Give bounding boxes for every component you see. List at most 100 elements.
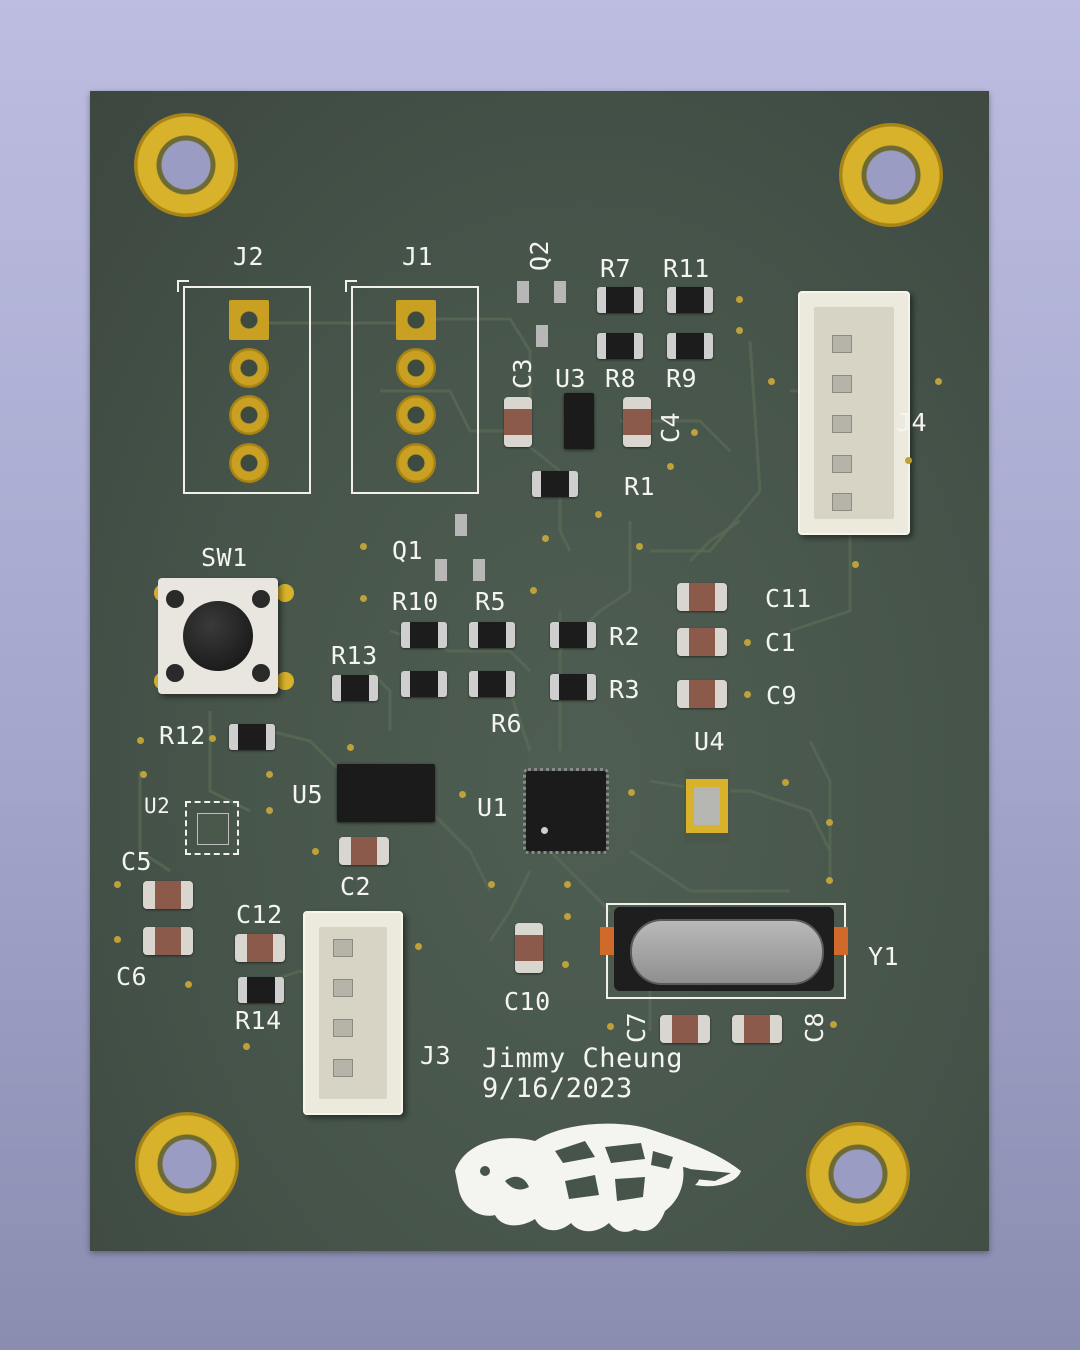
label-u5: U5 bbox=[292, 780, 324, 809]
via bbox=[266, 807, 273, 814]
capacitor-c11 bbox=[677, 583, 727, 611]
label-q1: Q1 bbox=[392, 536, 424, 565]
mounting-hole-bottom-right bbox=[806, 1122, 910, 1226]
label-r12: R12 bbox=[159, 721, 206, 750]
label-c3: C3 bbox=[508, 357, 537, 389]
via bbox=[826, 819, 833, 826]
via bbox=[935, 378, 942, 385]
switch-sw1 bbox=[154, 578, 294, 696]
pin-pad bbox=[396, 300, 436, 340]
label-r3: R3 bbox=[609, 675, 641, 704]
label-c7: C7 bbox=[622, 1011, 651, 1043]
via bbox=[415, 943, 422, 950]
capacitor-c9 bbox=[677, 680, 727, 708]
via bbox=[768, 378, 775, 385]
pin-pad bbox=[396, 395, 436, 435]
q1-lead bbox=[473, 559, 485, 581]
resistor-r6 bbox=[469, 671, 515, 697]
via bbox=[691, 429, 698, 436]
via bbox=[209, 735, 216, 742]
via bbox=[542, 535, 549, 542]
label-c9: C9 bbox=[766, 681, 798, 710]
via bbox=[185, 981, 192, 988]
label-c1: C1 bbox=[765, 628, 797, 657]
pin-pad bbox=[396, 443, 436, 483]
label-r6: R6 bbox=[491, 709, 523, 738]
pin1-marker bbox=[541, 827, 548, 834]
capacitor-c8 bbox=[732, 1015, 782, 1043]
via bbox=[852, 561, 859, 568]
label-c6: C6 bbox=[116, 962, 148, 991]
resistor-r2 bbox=[550, 622, 596, 648]
ic-u2 bbox=[185, 801, 239, 855]
via bbox=[905, 457, 912, 464]
via bbox=[736, 327, 743, 334]
label-u2: U2 bbox=[144, 794, 171, 818]
pin-pad bbox=[229, 348, 269, 388]
author-name: Jimmy Cheung bbox=[482, 1043, 684, 1074]
label-u3: U3 bbox=[555, 364, 587, 393]
via bbox=[607, 1023, 614, 1030]
via bbox=[243, 1043, 250, 1050]
capacitor-c2 bbox=[339, 837, 389, 865]
via bbox=[140, 771, 147, 778]
via bbox=[564, 881, 571, 888]
capacitor-c5 bbox=[143, 881, 193, 909]
via bbox=[360, 595, 367, 602]
resistor-r5 bbox=[469, 622, 515, 648]
label-r9: R9 bbox=[666, 364, 698, 393]
resistor-r13 bbox=[332, 675, 378, 701]
pin-pad bbox=[229, 443, 269, 483]
label-c2: C2 bbox=[340, 872, 372, 901]
label-sw1: SW1 bbox=[201, 543, 248, 572]
beaver-logo-icon bbox=[455, 1123, 741, 1232]
ic-u3 bbox=[564, 393, 594, 449]
mounting-hole-bottom-left bbox=[135, 1112, 239, 1216]
label-r1: R1 bbox=[624, 472, 656, 501]
via bbox=[595, 511, 602, 518]
via bbox=[782, 779, 789, 786]
label-r13: R13 bbox=[331, 641, 378, 670]
q1-lead bbox=[435, 559, 447, 581]
resistor-r3 bbox=[550, 674, 596, 700]
via bbox=[636, 543, 643, 550]
ic-u4 bbox=[670, 769, 746, 843]
label-r11: R11 bbox=[663, 254, 710, 283]
via bbox=[137, 737, 144, 744]
via bbox=[530, 587, 537, 594]
capacitor-c4 bbox=[623, 397, 651, 447]
label-c8: C8 bbox=[800, 1011, 829, 1043]
resistor-r9 bbox=[667, 333, 713, 359]
label-j4: J4 bbox=[896, 408, 928, 437]
header-j2 bbox=[177, 280, 311, 494]
via bbox=[459, 791, 466, 798]
via bbox=[562, 961, 569, 968]
resistor-r8 bbox=[597, 333, 643, 359]
mounting-hole-top-right bbox=[839, 123, 943, 227]
label-r14: R14 bbox=[235, 1006, 282, 1035]
label-r5: R5 bbox=[475, 587, 507, 616]
resistor-r7 bbox=[597, 287, 643, 313]
pin-pad bbox=[396, 348, 436, 388]
via bbox=[744, 639, 751, 646]
via bbox=[312, 848, 319, 855]
capacitor-c10 bbox=[515, 923, 543, 973]
via bbox=[564, 913, 571, 920]
capacitor-c12 bbox=[235, 934, 285, 962]
label-r7: R7 bbox=[600, 254, 632, 283]
capacitor-c7 bbox=[660, 1015, 710, 1043]
resistor-r11 bbox=[667, 287, 713, 313]
ic-u5 bbox=[337, 764, 435, 822]
via bbox=[628, 789, 635, 796]
label-j2: J2 bbox=[233, 242, 265, 271]
label-r8: R8 bbox=[605, 364, 637, 393]
label-r10: R10 bbox=[392, 587, 439, 616]
ic-u1 bbox=[523, 768, 609, 854]
label-c12: C12 bbox=[236, 900, 283, 929]
resistor-r10b bbox=[401, 671, 447, 697]
via bbox=[114, 881, 121, 888]
header-j1 bbox=[345, 280, 479, 494]
resistor-r12 bbox=[229, 724, 275, 750]
label-j1: J1 bbox=[402, 242, 434, 271]
